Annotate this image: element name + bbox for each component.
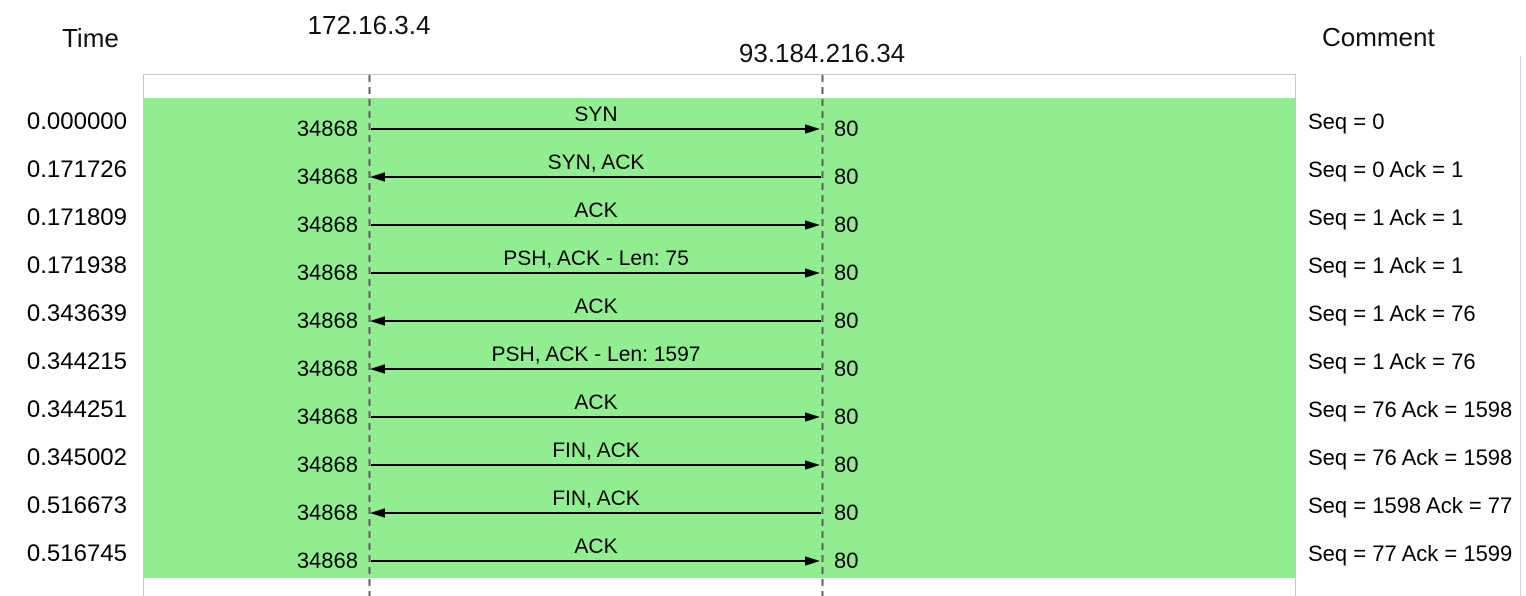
- packet-arrow-right[interactable]: [370, 457, 822, 473]
- packet-time: 0.171809: [26, 204, 127, 231]
- packet-flags-label: ACK: [574, 535, 618, 558]
- src-port-label: 34868: [296, 452, 358, 477]
- packet-flags-label: PSH, ACK - Len: 75: [503, 247, 689, 270]
- packet-comment: Seq = 1 Ack = 76: [1308, 349, 1476, 374]
- src-port-label: 34868: [296, 356, 358, 381]
- packet-arrow-right[interactable]: [370, 217, 822, 233]
- packet-flags-label: FIN, ACK: [552, 487, 640, 510]
- packet-time: 0.344215: [26, 348, 127, 375]
- packet-flags-label: ACK: [574, 295, 618, 318]
- packet-arrow-left[interactable]: [370, 361, 822, 377]
- endpoint-left-address: 172.16.3.4: [307, 10, 431, 40]
- diagram-panel: [143, 74, 1296, 596]
- packet-comment: Seq = 1 Ack = 1: [1308, 205, 1464, 230]
- packet-time: 0.344251: [26, 396, 127, 423]
- dst-port-label: 80: [834, 212, 859, 237]
- src-port-label: 34868: [296, 548, 358, 573]
- dst-port-label: 80: [834, 452, 859, 477]
- dst-port-label: 80: [834, 164, 859, 189]
- packet-time: 0.516673: [26, 492, 127, 519]
- packet-time: 0.345002: [26, 444, 127, 471]
- packet-time: 0.343639: [26, 300, 127, 327]
- packet-comment: Seq = 0 Ack = 1: [1308, 157, 1464, 182]
- packet-time: 0.516745: [26, 540, 127, 567]
- window-right-edge: [1520, 56, 1521, 596]
- packet-flags-label: FIN, ACK: [552, 439, 640, 462]
- packet-comment: Seq = 1598 Ack = 77: [1308, 493, 1513, 518]
- packet-comment: Seq = 77 Ack = 1599: [1308, 541, 1513, 566]
- time-column-header: Time: [62, 23, 119, 53]
- src-port-label: 34868: [296, 308, 358, 333]
- comment-column-header: Comment: [1322, 22, 1435, 52]
- dst-port-label: 80: [834, 308, 859, 333]
- packet-comment: Seq = 76 Ack = 1598: [1308, 445, 1513, 470]
- src-port-label: 34868: [296, 164, 358, 189]
- packet-arrow-left[interactable]: [370, 505, 822, 521]
- packet-arrow-left[interactable]: [370, 313, 822, 329]
- packet-arrow-right[interactable]: [370, 121, 822, 137]
- src-port-label: 34868: [296, 116, 358, 141]
- packet-flags-label: SYN: [574, 103, 618, 126]
- packet-flags-label: SYN, ACK: [547, 151, 645, 174]
- dst-port-label: 80: [834, 404, 859, 429]
- endpoint-right-address: 93.184.216.34: [738, 38, 906, 68]
- packet-comment: Seq = 1 Ack = 1: [1308, 253, 1464, 278]
- dst-port-label: 80: [834, 116, 859, 141]
- packet-arrow-right[interactable]: [370, 553, 822, 569]
- src-port-label: 34868: [296, 404, 358, 429]
- dst-port-label: 80: [834, 260, 859, 285]
- packet-flags-label: ACK: [574, 391, 618, 414]
- src-port-label: 34868: [296, 500, 358, 525]
- dst-port-label: 80: [834, 500, 859, 525]
- packet-arrow-right[interactable]: [370, 409, 822, 425]
- packet-flags-label: ACK: [574, 199, 618, 222]
- src-port-label: 34868: [296, 260, 358, 285]
- dst-port-label: 80: [834, 356, 859, 381]
- packet-comment: Seq = 1 Ack = 76: [1308, 301, 1476, 326]
- packet-flags-label: PSH, ACK - Len: 1597: [491, 343, 701, 366]
- dst-port-label: 80: [834, 548, 859, 573]
- packet-time: 0.000000: [26, 108, 127, 135]
- src-port-label: 34868: [296, 212, 358, 237]
- packet-time: 0.171938: [26, 252, 127, 279]
- packet-arrow-left[interactable]: [370, 169, 822, 185]
- packet-time: 0.171726: [26, 156, 127, 183]
- packet-comment: Seq = 0: [1308, 109, 1385, 134]
- packet-comment: Seq = 76 Ack = 1598: [1308, 397, 1513, 422]
- packet-arrow-right[interactable]: [370, 265, 822, 281]
